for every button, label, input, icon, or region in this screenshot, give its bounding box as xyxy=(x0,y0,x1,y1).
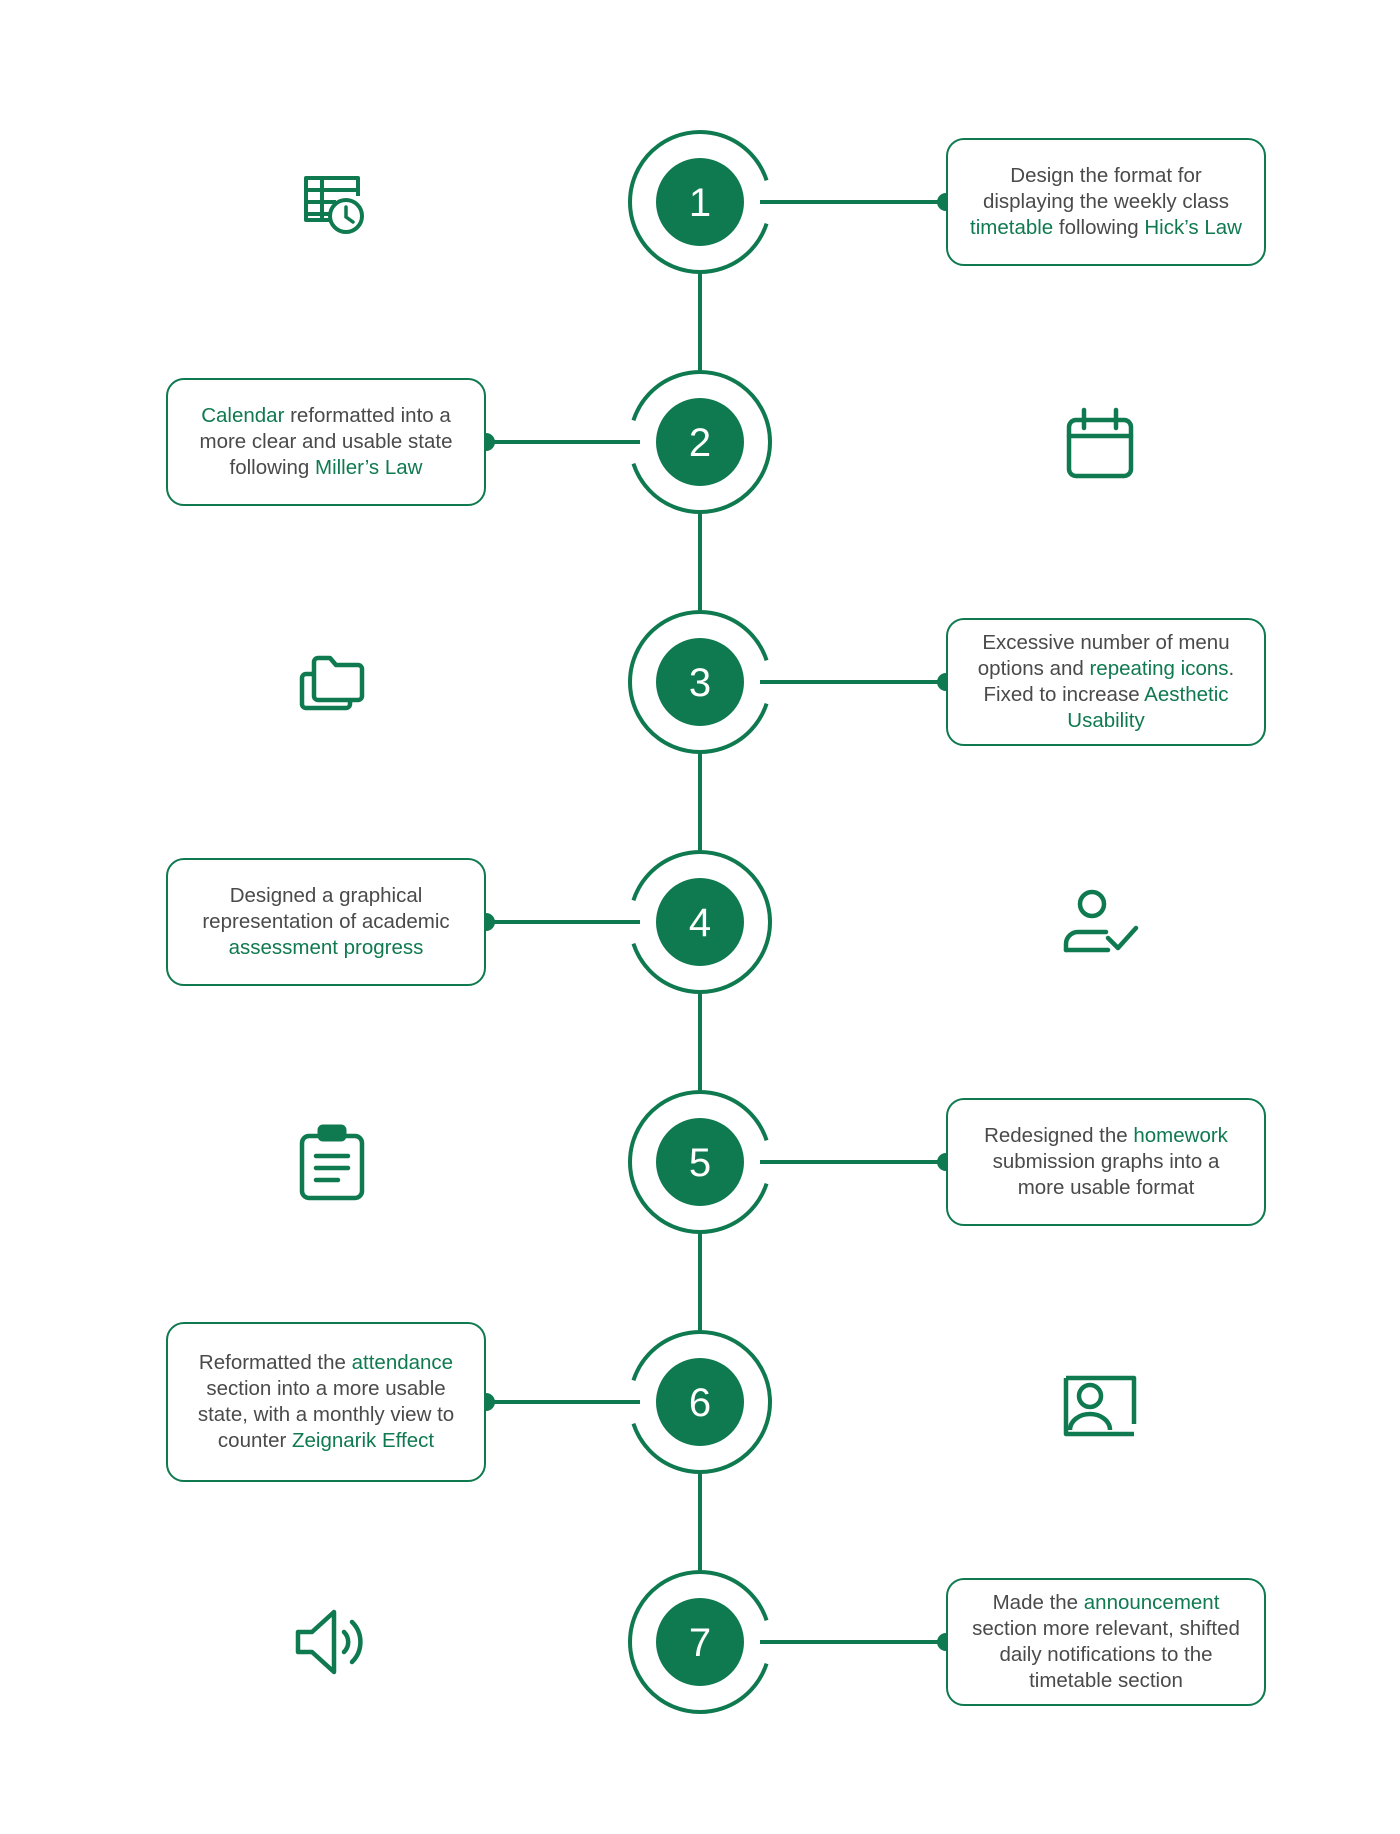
step-card: Designed a graphical representation of a… xyxy=(166,858,486,986)
step-circle xyxy=(656,1598,744,1686)
step-description: Excessive number of menu options and rep… xyxy=(968,630,1244,734)
step-description: Calendar reformatted into a more clear a… xyxy=(188,403,464,481)
highlight-text: Hick’s Law xyxy=(1144,216,1242,239)
step-description: Made the announcement section more relev… xyxy=(968,1590,1244,1694)
step-circle xyxy=(656,1358,744,1446)
step-number: 7 xyxy=(689,1621,711,1665)
step-number: 4 xyxy=(689,901,711,945)
step-card: Made the announcement section more relev… xyxy=(946,1578,1266,1706)
description-text: section more relevant, shifted daily not… xyxy=(972,1617,1240,1692)
timeline-nodes: 1 2 3 4 5 6 7 xyxy=(628,130,772,1714)
step-card: Calendar reformatted into a more clear a… xyxy=(166,378,486,506)
step-ring xyxy=(631,370,772,514)
step-number: 3 xyxy=(689,661,711,705)
step-ring xyxy=(631,850,772,994)
step-circle xyxy=(656,1118,744,1206)
highlight-text: Miller’s Law xyxy=(315,456,423,479)
description-text: Design the format for displaying the wee… xyxy=(982,164,1230,213)
step-number: 6 xyxy=(689,1381,711,1425)
highlight-text: assessment progress xyxy=(228,936,424,959)
step-circle xyxy=(656,158,744,246)
highlight-text: Zeignarik Effect xyxy=(292,1429,435,1452)
timetable-clock-icon xyxy=(304,176,364,234)
step-ring xyxy=(628,130,769,274)
step-card: Reformatted the attendance section into … xyxy=(166,1322,486,1482)
step-card: Redesigned the homework submission graph… xyxy=(946,1098,1266,1226)
timeline-icons xyxy=(295,176,1139,1675)
highlight-text: timetable xyxy=(970,216,1054,239)
description-text: Made the xyxy=(992,1591,1084,1614)
step-ring xyxy=(628,610,769,754)
calendar-icon xyxy=(1066,407,1134,479)
step-ring xyxy=(628,1570,769,1714)
contact-card-icon xyxy=(1063,1375,1137,1437)
highlight-text: Calendar xyxy=(201,404,285,427)
step-circle xyxy=(656,638,744,726)
step-ring xyxy=(628,1090,769,1234)
speaker-icon xyxy=(295,1609,363,1675)
description-text: submission graphs into a more usable for… xyxy=(992,1150,1220,1199)
description-text: reformatted into a more clear and usable… xyxy=(199,404,453,479)
description-text: . Fixed to increase xyxy=(983,657,1235,706)
description-text: Excessive number of menu options and xyxy=(977,631,1230,680)
step-circle xyxy=(656,878,744,966)
highlight-text: homework xyxy=(1133,1124,1228,1147)
step-number: 5 xyxy=(689,1141,711,1185)
step-description: Reformatted the attendance section into … xyxy=(188,1350,464,1454)
description-text: section into a more usable state, with a… xyxy=(197,1377,455,1452)
description-text: following xyxy=(1053,216,1145,239)
description-text: Reformatted the xyxy=(198,1351,352,1374)
step-description: Designed a graphical representation of a… xyxy=(188,883,464,961)
description-text: Designed a graphical representation of a… xyxy=(202,884,450,933)
highlight-text: repeating icons xyxy=(1089,657,1229,680)
step-number: 1 xyxy=(689,181,711,225)
step-card: Design the format for displaying the wee… xyxy=(946,138,1266,266)
user-check-icon xyxy=(1063,889,1139,953)
step-circle xyxy=(656,398,744,486)
step-number: 2 xyxy=(689,421,711,465)
description-text: Redesigned the xyxy=(984,1124,1134,1147)
highlight-text: Aesthetic Usability xyxy=(1067,683,1229,732)
highlight-text: announcement xyxy=(1083,1591,1220,1614)
folders-icon xyxy=(299,655,365,711)
highlight-text: attendance xyxy=(351,1351,454,1374)
step-description: Redesigned the homework submission graph… xyxy=(968,1123,1244,1201)
clipboard-icon xyxy=(299,1124,365,1201)
step-ring xyxy=(631,1330,772,1474)
step-card: Excessive number of menu options and rep… xyxy=(946,618,1266,746)
step-description: Design the format for displaying the wee… xyxy=(968,163,1244,241)
